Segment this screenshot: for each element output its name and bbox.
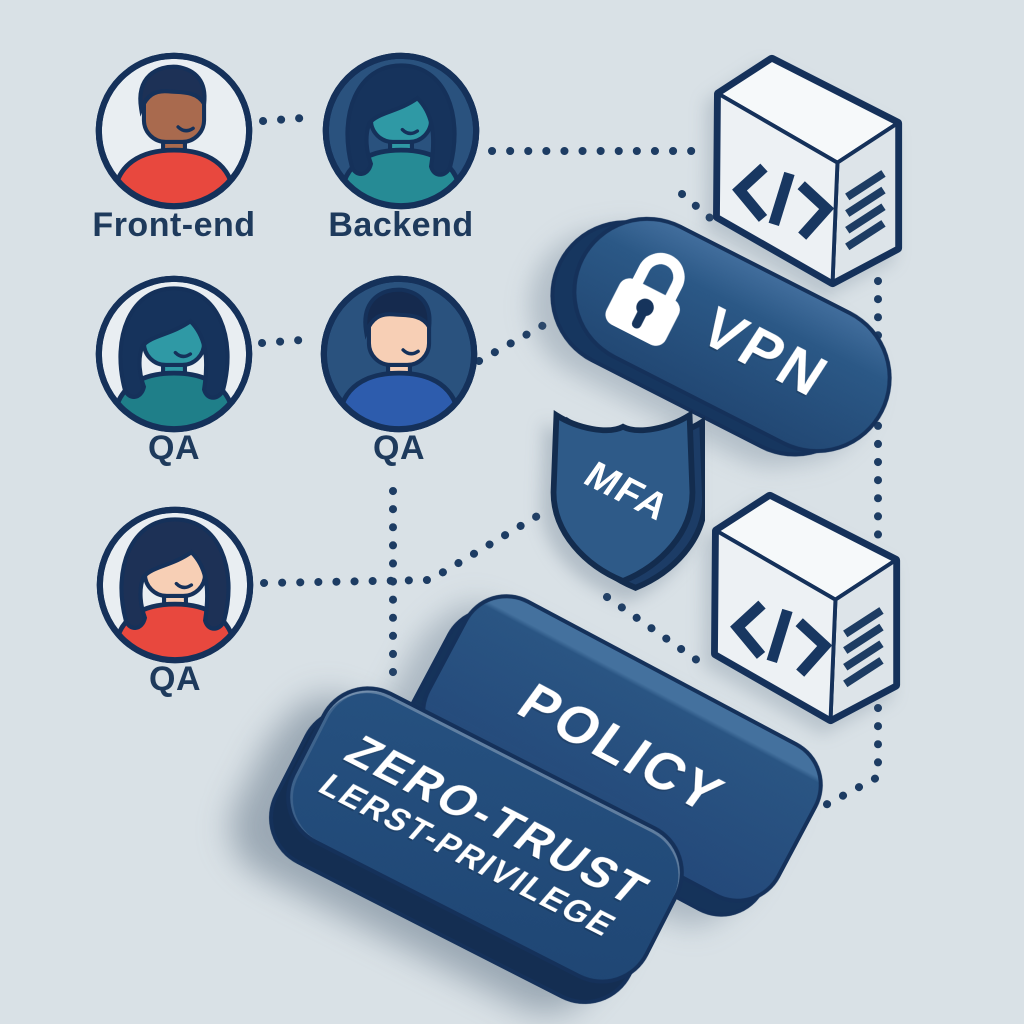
vent-lines-icon	[845, 170, 886, 251]
smile-line	[401, 348, 420, 356]
avatar-graphic	[322, 52, 480, 210]
hair-shape	[345, 63, 457, 177]
avatar-circle-outline	[95, 275, 253, 433]
lock-icon	[605, 252, 685, 346]
connector-server1-corner	[678, 190, 720, 227]
avatar-graphic	[95, 52, 253, 210]
connector-qa1-qa2	[258, 335, 319, 347]
avatar-circle-outline	[95, 52, 253, 210]
avatar-label-qa-3: QA	[149, 660, 201, 698]
vpn-bar-face: VPN	[546, 190, 918, 480]
server-box-2	[711, 491, 901, 725]
connector-mfa-policy	[603, 593, 705, 667]
mfa-shield: MFA	[550, 410, 705, 591]
avatar-graphic	[96, 506, 254, 664]
avatar-graphic	[320, 275, 478, 433]
hair-shape	[363, 287, 432, 340]
server-box-1	[713, 54, 903, 288]
connector-qa2-vpn	[475, 317, 555, 365]
team-avatar-qa-1: QA	[92, 272, 256, 467]
avatar-label-qa-1: QA	[148, 429, 200, 467]
avatar-circle-outline	[322, 52, 480, 210]
vpn-bar: VPN	[524, 190, 918, 483]
hair-shape	[138, 64, 207, 117]
smile-line	[176, 125, 195, 133]
avatar-label-frontend: Front-end	[92, 206, 256, 244]
avatar-circle-outline	[96, 506, 254, 664]
hair-shape	[118, 286, 230, 400]
vpn-label: VPN	[689, 294, 842, 410]
vent-lines-icon	[843, 607, 884, 688]
connector-qa3-mfa	[260, 505, 553, 587]
smile-line	[174, 581, 194, 590]
team-avatar-qa-3: QA	[93, 503, 257, 698]
shield-shape	[550, 410, 696, 585]
avatar-graphic	[95, 275, 253, 433]
team-avatar-frontend: Front-end	[92, 49, 256, 244]
smile-line	[173, 350, 193, 359]
code-icon	[730, 600, 833, 677]
hair-shape	[119, 517, 231, 631]
team-avatar-qa-2: QA	[317, 272, 481, 467]
connector-server2-policy	[814, 704, 882, 813]
avatar-circle-outline	[320, 275, 478, 433]
avatar-label-backend: Backend	[328, 206, 474, 244]
smile-line	[400, 127, 420, 136]
avatar-label-qa-2: QA	[373, 429, 425, 467]
connector-frontend-backend	[259, 113, 320, 125]
team-avatar-backend: Backend	[319, 49, 483, 244]
code-icon	[732, 163, 835, 240]
